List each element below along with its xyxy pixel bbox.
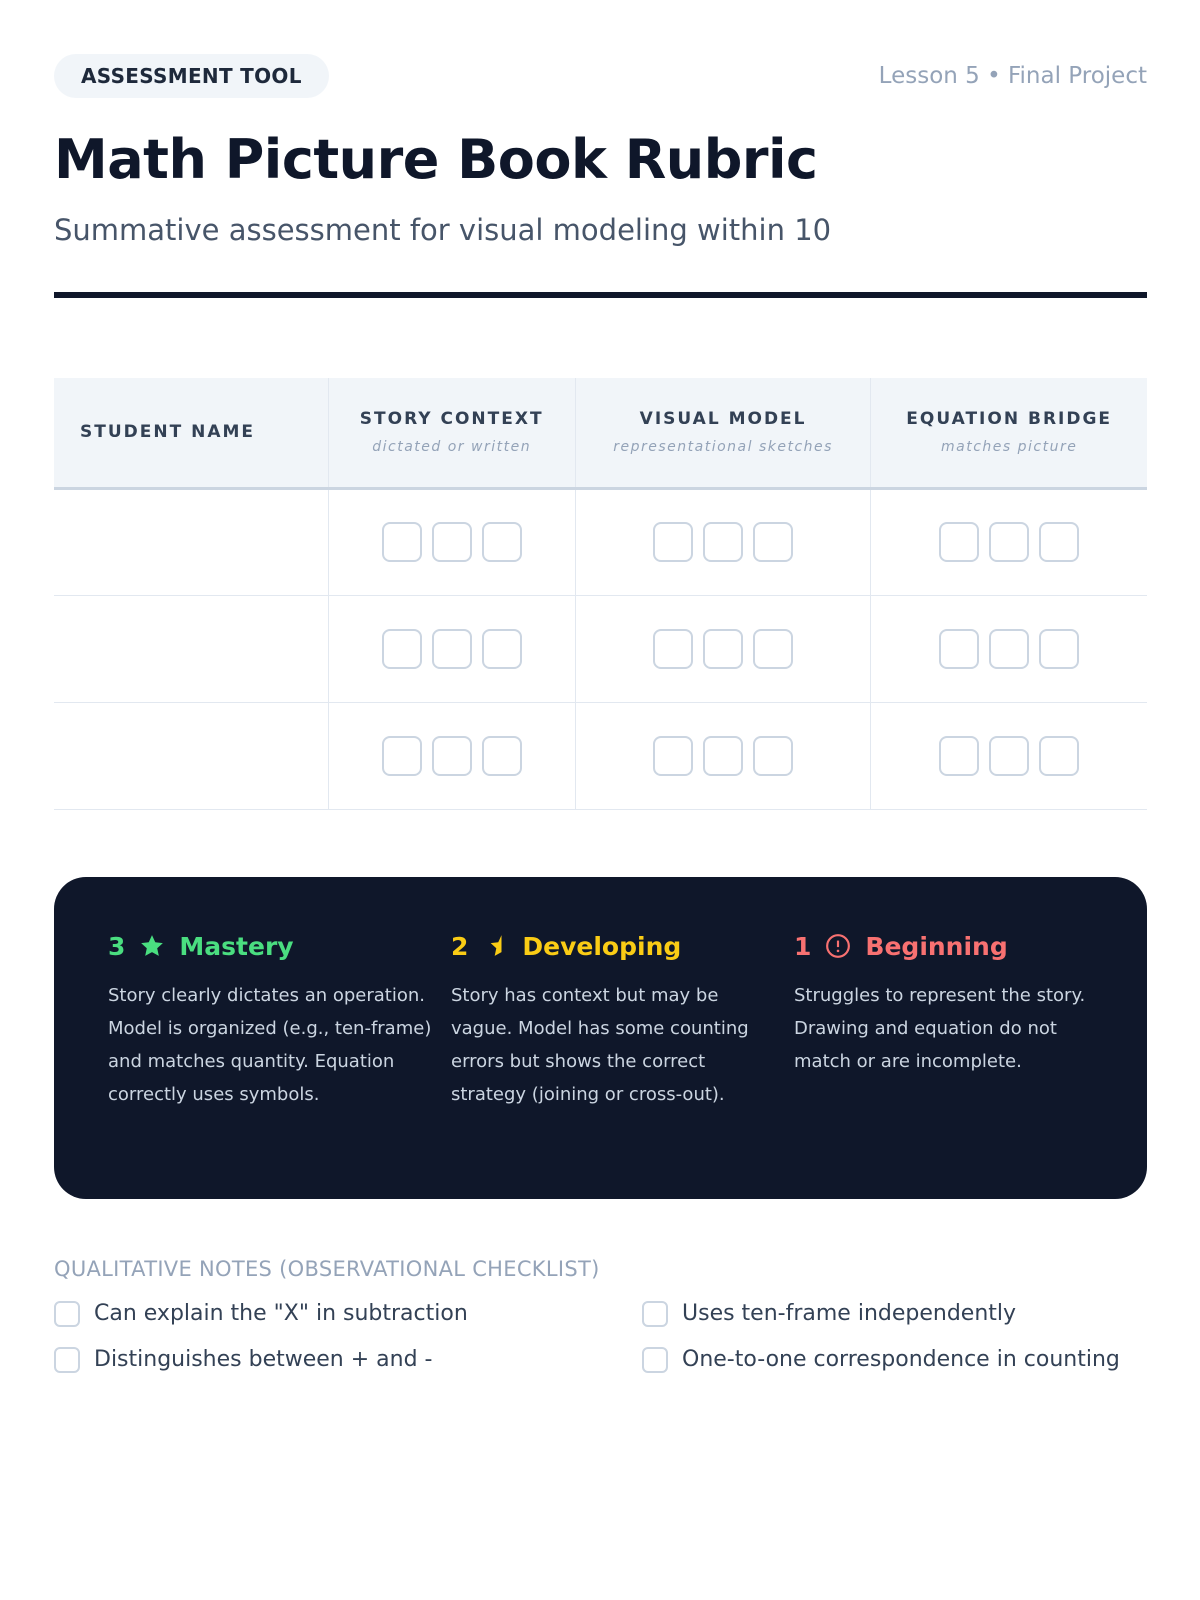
checklist-item[interactable]: Uses ten-frame independently — [642, 1300, 1147, 1327]
checklist-item[interactable]: Can explain the "X" in subtraction — [54, 1300, 642, 1327]
level-description: Struggles to represent the story. Drawin… — [794, 984, 1086, 1072]
table-row — [54, 595, 1147, 703]
score-box[interactable] — [703, 628, 744, 669]
column-header: EQUATION BRIDGE matches picture — [870, 378, 1147, 490]
score-box[interactable] — [481, 735, 522, 776]
score-number: 1 — [794, 931, 812, 961]
column-header: VISUAL MODEL representational sketches — [574, 378, 871, 490]
column-title: STUDENT NAME — [80, 422, 256, 443]
score-box[interactable] — [653, 628, 694, 669]
rubric-page: ASSESSMENT TOOL Lesson 5 • Final Project… — [54, 0, 1147, 1373]
notes-title: QUALITATIVE NOTES (OBSERVATIONAL CHECKLI… — [54, 1256, 600, 1281]
score-box[interactable] — [1039, 735, 1080, 776]
student-name-cell[interactable] — [54, 702, 328, 810]
checklist-label: Can explain the "X" in subtraction — [94, 1301, 468, 1326]
score-box[interactable] — [753, 735, 794, 776]
student-name-cell[interactable] — [54, 488, 328, 596]
table-row — [54, 488, 1147, 596]
score-box[interactable] — [431, 628, 472, 669]
score-cell — [327, 488, 576, 596]
column-title: EQUATION BRIDGE — [906, 409, 1113, 430]
score-box[interactable] — [989, 628, 1030, 669]
checklist-item[interactable]: Distinguishes between + and - — [54, 1346, 642, 1373]
score-cell — [327, 702, 576, 810]
column-subtitle: representational sketches — [613, 439, 833, 456]
score-box[interactable] — [653, 522, 694, 562]
score-cell — [870, 595, 1147, 703]
level-label: Mastery — [179, 931, 294, 961]
checkbox[interactable] — [54, 1300, 80, 1327]
level-label: Beginning — [865, 931, 1008, 961]
score-box[interactable] — [381, 522, 422, 562]
observational-checklist: Can explain the "X" in subtraction Uses … — [54, 1300, 1147, 1373]
checklist-label: Distinguishes between + and - — [94, 1347, 433, 1372]
score-box[interactable] — [753, 522, 794, 562]
score-cell — [870, 488, 1147, 596]
student-name-cell[interactable] — [54, 595, 328, 703]
divider — [54, 292, 1147, 298]
table-row — [54, 702, 1147, 810]
page-subtitle: Summative assessment for visual modeling… — [54, 213, 832, 247]
lesson-label: Lesson 5 • Final Project — [878, 63, 1147, 89]
half-star-icon — [491, 935, 502, 956]
score-box[interactable] — [703, 735, 744, 776]
score-number: 3 — [108, 931, 126, 961]
legend-developing: 2 Developing Story has context but may b… — [451, 932, 794, 1199]
level-description: Story clearly dictates an operation. Mod… — [108, 984, 432, 1105]
score-box[interactable] — [753, 628, 794, 669]
score-box[interactable] — [989, 522, 1030, 562]
checklist-label: Uses ten-frame independently — [682, 1301, 1017, 1326]
score-box[interactable] — [989, 735, 1030, 776]
score-box[interactable] — [481, 522, 522, 562]
column-title: STORY CONTEXT — [359, 409, 544, 430]
star-icon — [141, 935, 164, 956]
score-box[interactable] — [703, 522, 744, 562]
alert-circle-icon — [826, 934, 851, 958]
score-cell — [327, 595, 576, 703]
score-box[interactable] — [939, 628, 980, 669]
level-description: Story has context but may be vague. Mode… — [451, 984, 749, 1105]
checkbox[interactable] — [642, 1300, 668, 1327]
column-header: STORY CONTEXT dictated or written — [327, 378, 576, 490]
legend-mastery: 3 Mastery Story clearly dictates an oper… — [108, 932, 451, 1199]
score-box[interactable] — [481, 628, 522, 669]
score-box[interactable] — [1039, 522, 1080, 562]
score-box[interactable] — [653, 735, 694, 776]
score-box[interactable] — [1039, 628, 1080, 669]
score-cell — [574, 595, 871, 703]
checkbox[interactable] — [54, 1346, 80, 1373]
rubric-table: STUDENT NAME STORY CONTEXT dictated or wr… — [54, 378, 1147, 810]
score-number: 2 — [451, 931, 469, 961]
scoring-legend: 3 Mastery Story clearly dictates an oper… — [54, 876, 1147, 1199]
checkbox[interactable] — [642, 1346, 668, 1373]
column-header: STUDENT NAME — [54, 378, 328, 490]
score-box[interactable] — [939, 735, 980, 776]
column-subtitle: dictated or written — [372, 439, 532, 456]
score-cell — [574, 702, 871, 810]
score-box[interactable] — [381, 628, 422, 669]
legend-beginning: 1 Beginning Struggles to represent the s… — [794, 932, 1137, 1199]
score-box[interactable] — [431, 735, 472, 776]
column-title: VISUAL MODEL — [639, 409, 807, 430]
score-box[interactable] — [381, 735, 422, 776]
checklist-label: One-to-one correspondence in counting — [682, 1347, 1120, 1372]
level-label: Developing — [522, 931, 682, 961]
score-box[interactable] — [939, 522, 980, 562]
assessment-badge: ASSESSMENT TOOL — [54, 54, 329, 98]
checklist-item[interactable]: One-to-one correspondence in counting — [642, 1346, 1147, 1373]
score-cell — [870, 702, 1147, 810]
score-cell — [574, 488, 871, 596]
page-title: Math Picture Book Rubric — [54, 128, 818, 191]
column-subtitle: matches picture — [940, 439, 1078, 456]
score-box[interactable] — [431, 522, 472, 562]
